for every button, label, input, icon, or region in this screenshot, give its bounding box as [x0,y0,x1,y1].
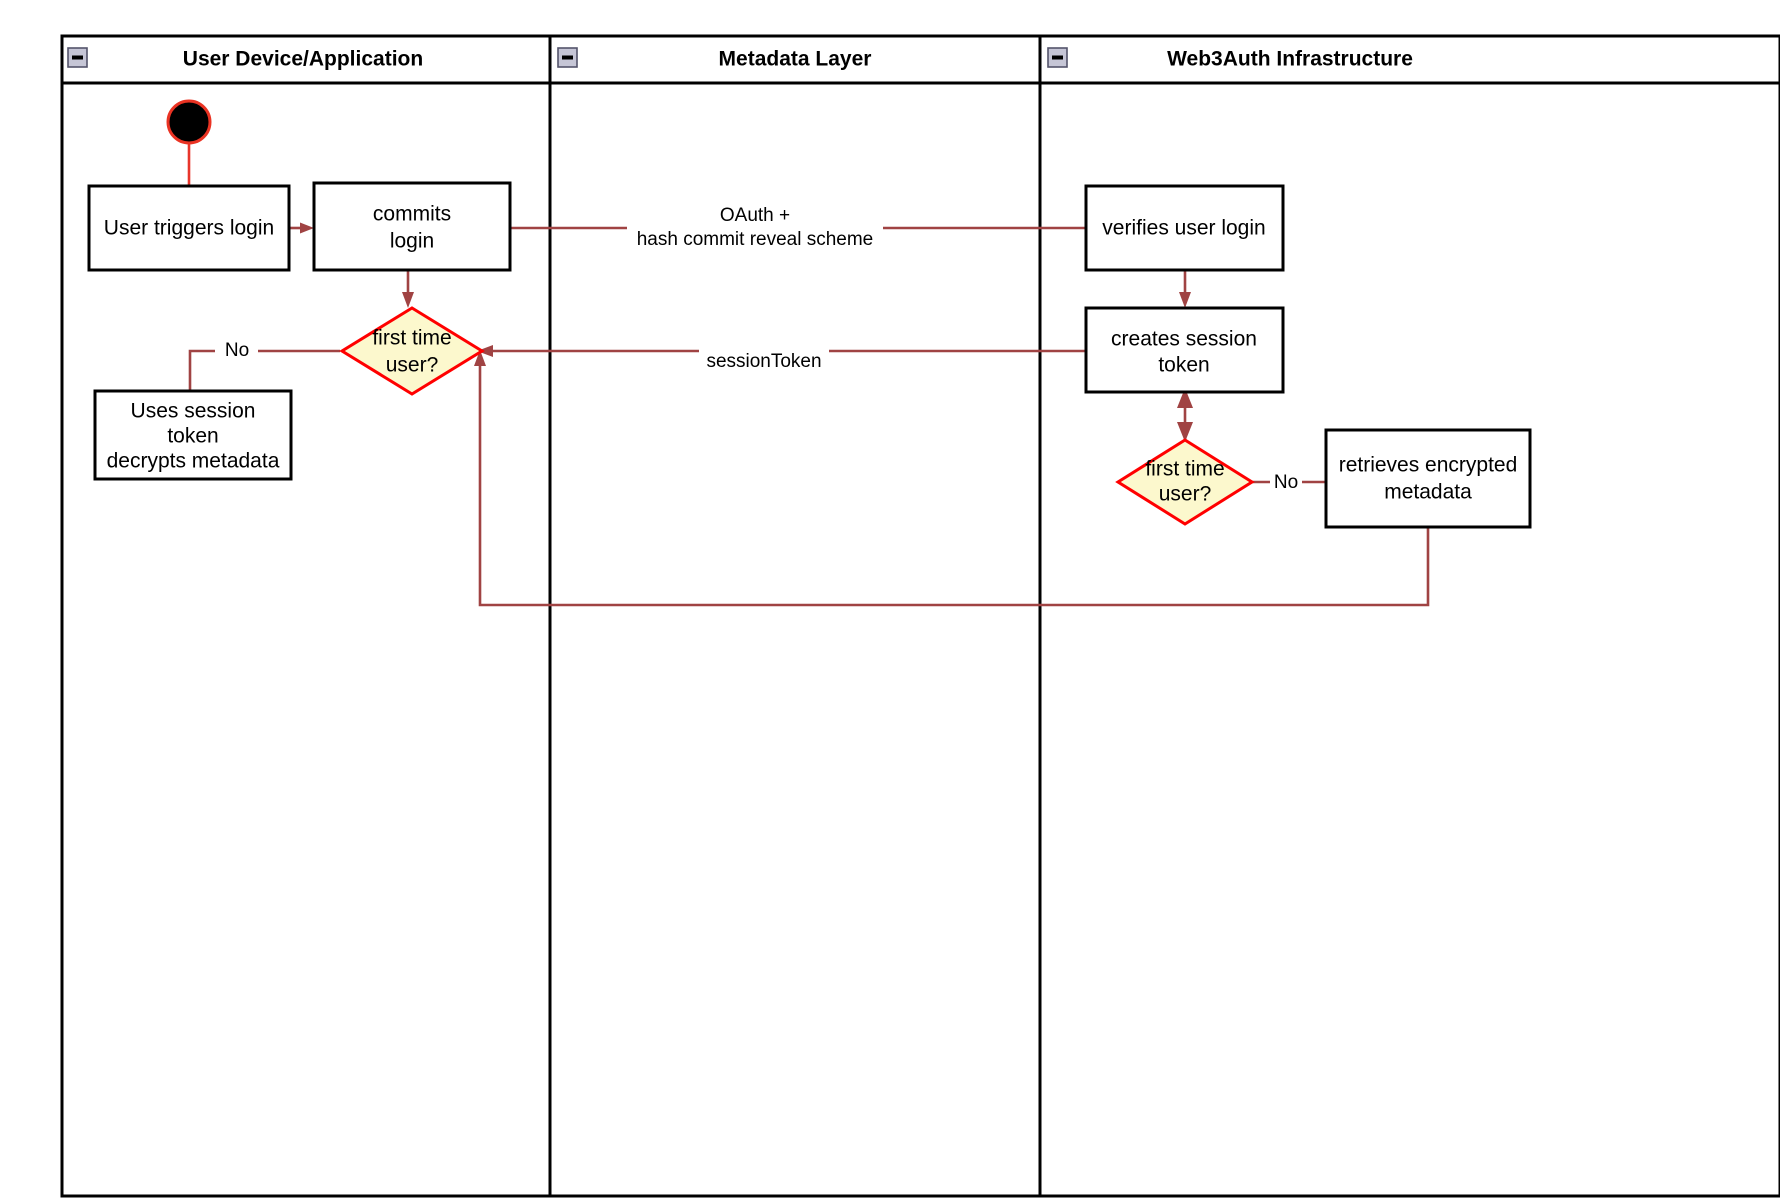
node-creates-session-token[interactable]: creates session token [1084,306,1285,394]
node-label-uses-session-token-line2: token [167,425,218,448]
node-label-decision-left-line2: user? [386,354,439,377]
node-label-creates-session-token-line1: creates session [1111,328,1257,351]
node-commits-login[interactable]: commits login [312,181,512,272]
lane-header-web3auth[interactable]: Web3Auth Infrastructure [1047,47,1413,71]
lane-header-metadata-layer[interactable]: Metadata Layer [557,47,872,71]
oauth-label-backdrop [627,200,883,254]
edge-label-session-token: sessionToken [706,351,821,372]
flow-retrieves-metadata-loopback [478,362,1430,607]
lane-title-web3auth: Web3Auth Infrastructure [1167,48,1413,71]
start-node[interactable] [166,99,212,145]
sessiontoken-label-backdrop [699,340,829,380]
flow-decision-left-no-part2 [188,349,215,391]
node-verifies-user-login[interactable]: verifies user login [1084,184,1285,272]
node-uses-session-token[interactable]: Uses session token decrypts metadata [93,389,293,481]
edge-label-no-right: No [1274,472,1298,493]
node-user-triggers-login[interactable]: User triggers login [87,184,291,272]
swimlane-frame [60,34,1780,1198]
node-label-verifies-user-login: verifies user login [1102,217,1265,240]
node-label-user-triggers-login: User triggers login [104,217,274,240]
arrowhead-sessiontoken-to-decision-left [477,345,493,357]
minus-icon[interactable] [1047,47,1068,68]
node-label-retrieves-metadata-line1: retrieves encrypted [1339,454,1518,477]
minus-icon[interactable] [557,47,578,68]
node-label-commits-login-line1: commits [373,203,451,226]
lane-title-user-device: User Device/Application [183,48,423,71]
node-label-uses-session-token-line3: decrypts metadata [107,450,280,473]
arrowhead-loopback-to-decision-left [474,350,486,366]
node-label-creates-session-token-line2: token [1158,354,1209,377]
arrowhead-to-creates-token [1179,292,1191,308]
node-label-commits-login-line2: login [390,230,434,253]
node-label-decision-right-line1: first time [1145,458,1224,481]
arrowhead-up-to-creates-token [1177,388,1193,408]
edge-label-oauth-line1: OAuth + [720,205,790,226]
node-label-decision-left-line1: first time [372,327,451,350]
node-decision-first-time-user-right[interactable]: first time user? [1115,438,1255,526]
edge-label-no-left: No [225,340,249,361]
node-label-uses-session-token-line1: Uses session [131,400,256,423]
arrowhead-down-to-decision-right [1177,422,1193,442]
lane-header-user-device[interactable]: User Device/Application [67,47,423,71]
node-label-retrieves-metadata-line2: metadata [1384,481,1472,504]
node-retrieves-encrypted-metadata[interactable]: retrieves encrypted metadata [1324,428,1532,529]
lane-title-metadata-layer: Metadata Layer [719,48,872,71]
arrowhead-to-decision-left [402,292,414,308]
edge-label-oauth-line2: hash commit reveal scheme [637,229,874,250]
node-decision-first-time-user-left[interactable]: first time user? [339,306,485,396]
arrowhead-to-commits-login [300,222,314,234]
minus-icon[interactable] [67,47,88,68]
node-label-decision-right-line2: user? [1159,483,1212,506]
